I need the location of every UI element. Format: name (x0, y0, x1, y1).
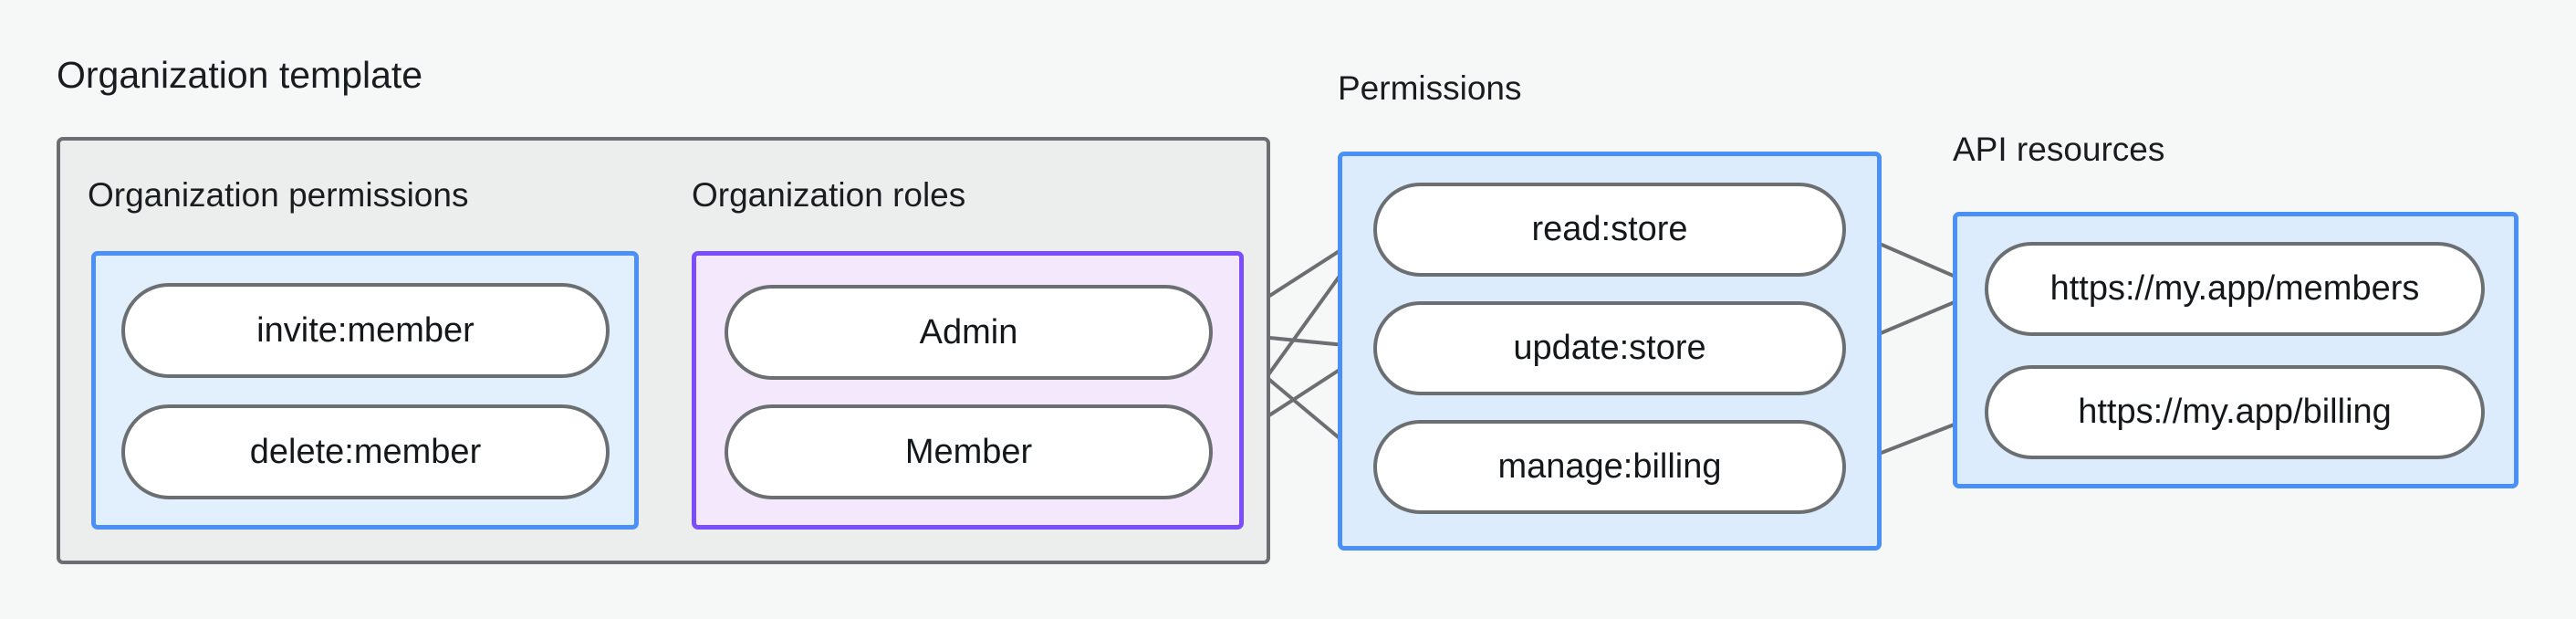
node-manage-billing[interactable]: manage:billing (1373, 420, 1846, 514)
node-billing-url[interactable]: https://my.app/billing (1985, 365, 2485, 459)
group-label-organization-permissions: Organization permissions (88, 176, 469, 214)
group-label-api-resources: API resources (1953, 131, 2165, 168)
node-member[interactable]: Member (725, 404, 1213, 499)
node-admin[interactable]: Admin (725, 285, 1213, 380)
node-update-store[interactable]: update:store (1373, 301, 1846, 395)
group-label-permissions: Permissions (1338, 69, 1522, 107)
group-label-organization-template: Organization template (57, 54, 423, 96)
node-invite-member[interactable]: invite:member (121, 283, 610, 378)
node-members-url[interactable]: https://my.app/members (1985, 242, 2485, 336)
node-delete-member[interactable]: delete:member (121, 404, 610, 499)
group-label-organization-roles: Organization roles (692, 176, 966, 214)
node-read-store[interactable]: read:store (1373, 183, 1846, 277)
